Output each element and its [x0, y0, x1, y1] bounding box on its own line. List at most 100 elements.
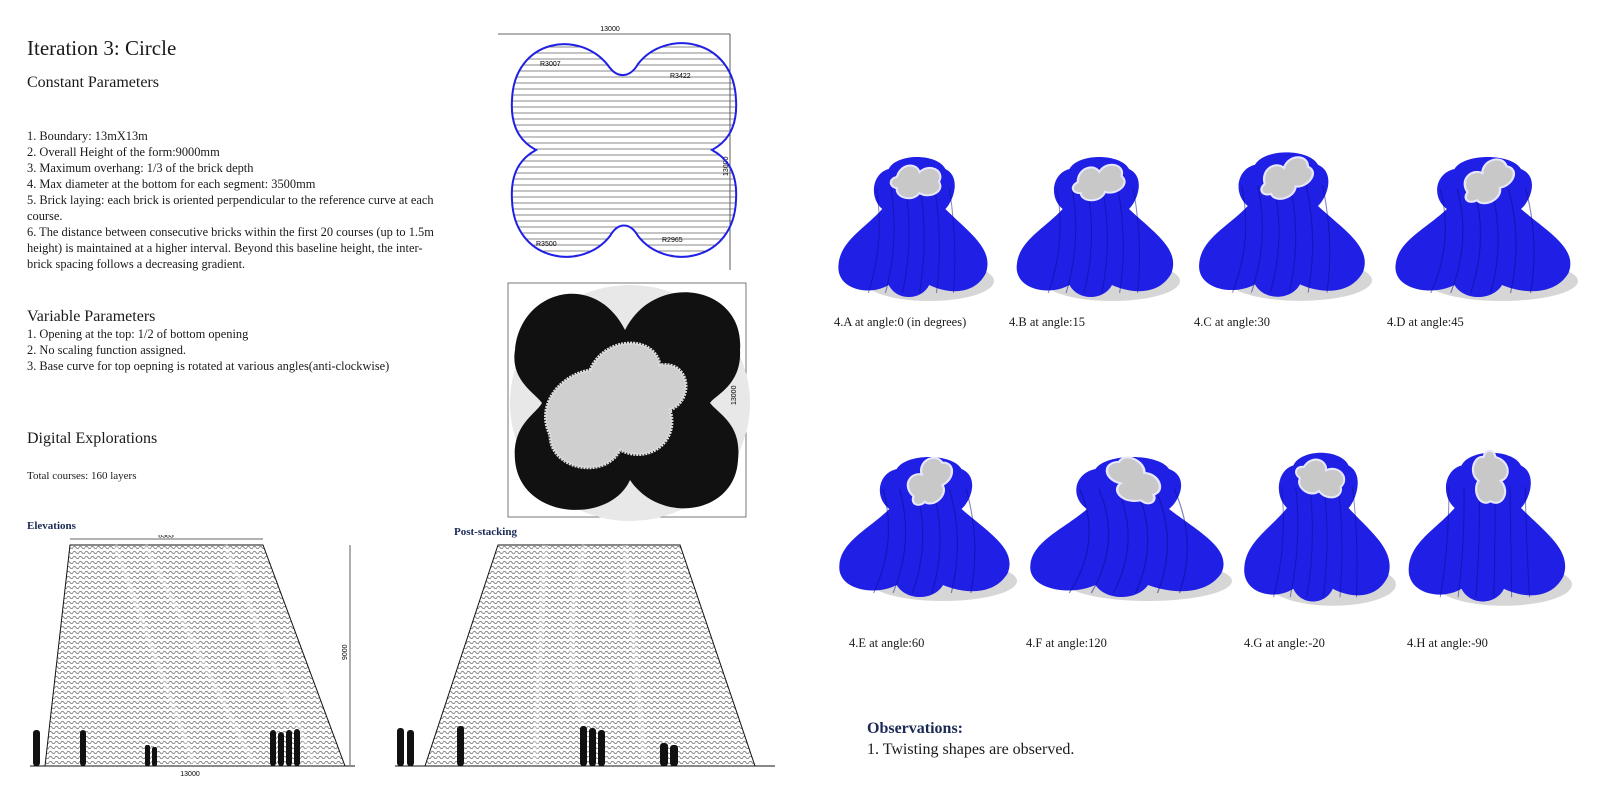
top-opening	[1295, 458, 1346, 499]
constant-item: 3. Maximum overhang: 1/3 of the brick de…	[27, 161, 254, 175]
human-silhouettes	[397, 726, 678, 766]
form-texture-line	[1231, 185, 1247, 293]
form-texture-line	[1524, 486, 1531, 598]
form-texture-line	[1321, 185, 1331, 293]
variable-parameters-heading: Variable Parameters	[27, 308, 156, 325]
form-texture-line	[948, 188, 956, 294]
top-opening	[544, 341, 688, 470]
constant-item: 2. Overall Height of the form:9000mm	[27, 145, 220, 159]
form-texture-line	[1154, 488, 1169, 594]
form-texture-line	[1173, 488, 1188, 594]
variant-caption: 4.G at angle:-20	[1244, 636, 1325, 650]
form-texture-line	[1322, 486, 1328, 598]
variant-caption: 4.C at angle:30	[1194, 315, 1271, 329]
form-texture-line	[901, 188, 910, 294]
page-title: Iteration 3: Circle	[27, 36, 177, 60]
constant-parameters-list: 1. Boundary: 13mX13m 2. Overall Height o…	[27, 128, 447, 272]
elev-dim-top: 8383	[158, 535, 174, 540]
form-texture-line	[1337, 486, 1343, 598]
form-texture-line	[934, 188, 940, 294]
form-texture-line	[1525, 188, 1535, 294]
variant-render	[1016, 157, 1180, 301]
constant-item: 1. Boundary: 13mX13m	[27, 129, 148, 143]
top-opening	[906, 456, 954, 506]
top-view-render: 13000	[507, 282, 750, 521]
plan-drawing: 13000 13000 R3007 R3422 R3500 R2965	[498, 26, 738, 270]
form-texture-line	[1117, 188, 1124, 294]
plan-radius-label: R2965	[662, 237, 683, 244]
variant-render	[1030, 456, 1232, 601]
variant-render	[1199, 152, 1372, 301]
post-stacking-drawing	[395, 544, 775, 767]
plan-radius-label: R3500	[536, 241, 557, 248]
form-texture-line	[1112, 488, 1129, 594]
form-texture-line	[948, 488, 958, 594]
form-texture-line	[1450, 188, 1464, 294]
variant-caption: 4.B at angle:15	[1009, 315, 1086, 329]
top-opening	[1105, 456, 1162, 505]
variant-caption: 4.A at angle:0 (in degrees)	[834, 315, 967, 329]
form-texture-line	[1439, 486, 1450, 598]
top-opening	[1071, 163, 1126, 202]
form-texture-line	[1273, 486, 1284, 598]
variant-caption: 4.F at angle:120	[1026, 636, 1107, 650]
constant-item: 5. Brick laying: each brick is oriented …	[27, 193, 434, 223]
plan-radius-label: R3007	[540, 61, 561, 68]
form-body	[1408, 452, 1566, 602]
form-texture-line	[1101, 188, 1108, 294]
variant-render	[1244, 452, 1396, 606]
top-opening	[1463, 158, 1516, 205]
plan-outline	[510, 42, 738, 258]
form-texture-line	[1305, 185, 1314, 293]
top-opening	[889, 164, 942, 200]
variable-item: 3. Base curve for top oepning is rotated…	[27, 359, 390, 373]
plan-hatch	[511, 43, 737, 257]
form-texture-line	[1132, 188, 1141, 294]
variable-item: 1. Opening at the top: 1/2 of bottom ope…	[27, 327, 249, 341]
top-opening	[1471, 449, 1509, 504]
twist-lines	[112, 543, 318, 768]
form-texture-line	[1068, 488, 1090, 594]
elev-dim-height: 9000	[342, 644, 349, 660]
variant-render	[1395, 157, 1578, 301]
form-texture-line	[892, 488, 907, 594]
plan-dim-top: 13000	[600, 26, 620, 33]
variant-render	[839, 456, 1017, 601]
form-texture-line	[884, 188, 895, 294]
elevation-drawing: 8383 9000 13000	[30, 535, 355, 778]
variant-caption: 4.H at angle:-90	[1407, 636, 1488, 650]
human-silhouettes	[33, 729, 300, 766]
plan-radius-label: R3422	[670, 73, 691, 80]
form-texture-line	[965, 488, 976, 594]
constant-item: 6. The distance between consecutive bric…	[27, 225, 434, 271]
total-courses: Total courses: 160 layers	[27, 470, 137, 482]
observations-heading: Observations:	[867, 720, 963, 737]
form-texture-line	[867, 188, 880, 294]
form-texture-line	[1457, 486, 1465, 598]
variant-caption: 4.E at angle:60	[849, 636, 925, 650]
constant-parameters-heading: Constant Parameters	[27, 74, 159, 91]
variable-item: 2. No scaling function assigned.	[27, 343, 186, 357]
constant-item: 4. Max diameter at the bottom for each s…	[27, 177, 316, 191]
form-texture-line	[1508, 188, 1517, 294]
elev-dim-base: 13000	[180, 771, 200, 778]
form-texture-line	[1250, 185, 1263, 293]
top-opening	[1260, 156, 1314, 200]
form-texture-line	[1065, 188, 1077, 294]
variant-caption: 4.D at angle:45	[1387, 315, 1464, 329]
digital-explorations-heading: Digital Explorations	[27, 430, 158, 447]
form-texture-line	[1288, 185, 1297, 293]
elevations-label: Elevations	[27, 520, 76, 532]
observations-text: 1. Twisting shapes are observed.	[867, 741, 1075, 758]
form-texture-line	[1352, 486, 1358, 598]
post-stacking-label: Post-stacking	[454, 526, 517, 538]
variable-parameters-list: 1. Opening at the top: 1/2 of bottom ope…	[27, 326, 447, 374]
variant-render	[838, 157, 994, 301]
form-texture-line	[1289, 486, 1299, 598]
form-texture-line	[1509, 486, 1513, 598]
form-texture-line	[1306, 486, 1313, 598]
form-texture-line	[1430, 188, 1446, 294]
form-texture-line	[873, 488, 890, 594]
variant-render	[1408, 449, 1572, 606]
form-texture-line	[1047, 188, 1061, 294]
